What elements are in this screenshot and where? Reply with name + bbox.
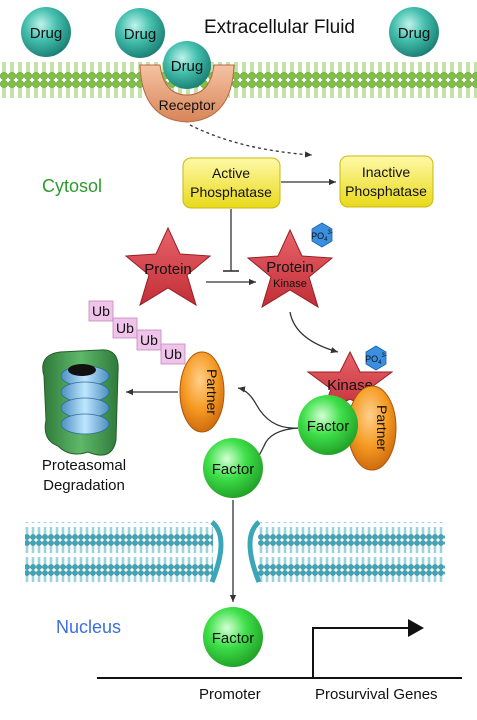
protein-kinase-line1: Protein xyxy=(266,259,314,276)
ubiquitin-label: Ub xyxy=(140,332,158,348)
phosphate-label: PO43- xyxy=(365,353,387,366)
ubiquitin-label: Ub xyxy=(116,320,134,336)
degradation-label: Degradation xyxy=(43,477,125,494)
nuclear-membrane xyxy=(25,520,445,583)
factor-nucleus: Factor xyxy=(203,607,263,667)
partner-label: Partner xyxy=(374,405,390,451)
factor-complex: Factor xyxy=(298,395,358,455)
prosurvival-genes-label: Prosurvival Genes xyxy=(315,686,438,703)
ubiquitin-chain: Ub Ub Ub Ub xyxy=(88,300,186,365)
inactive-phosphatase-line1: Inactive xyxy=(362,164,410,180)
active-phosphatase: Active Phosphatase xyxy=(182,157,281,209)
drug-label: Drug xyxy=(124,26,157,43)
receptor-label: Receptor xyxy=(159,97,216,113)
phosphate-group-1: PO43- xyxy=(311,222,333,248)
factor-label: Factor xyxy=(212,461,255,478)
inactive-phosphatase-line2: Phosphatase xyxy=(345,183,427,199)
proteasomal-label: Proteasomal xyxy=(42,457,126,474)
active-phosphatase-line2: Phosphatase xyxy=(190,184,272,200)
drug-label: Drug xyxy=(171,58,204,75)
transcription-arrowhead xyxy=(408,619,424,637)
factor-label: Factor xyxy=(212,630,255,647)
ubiquitin-3: Ub xyxy=(136,329,162,351)
drug-molecule-4: Drug xyxy=(389,7,439,57)
ubiquitin-label: Ub xyxy=(164,346,182,362)
protein-label: Protein xyxy=(144,261,192,278)
drug-molecule-bound: Drug xyxy=(163,41,211,89)
drug-label: Drug xyxy=(30,25,63,42)
protein-kinase-star: Protein Kinase xyxy=(246,228,334,309)
nucleus-label: Nucleus xyxy=(56,617,121,637)
drug-label: Drug xyxy=(398,25,431,42)
transcription-start-arrow xyxy=(312,627,408,678)
promoter-label: Promoter xyxy=(199,686,261,703)
kinase-to-complex-arrow xyxy=(289,311,339,354)
drug-molecule-1: Drug xyxy=(21,7,71,57)
factor-label: Factor xyxy=(307,418,350,435)
extracellular-label: Extracellular Fluid xyxy=(204,17,355,38)
cytosol-label: Cytosol xyxy=(42,176,102,196)
inactive-phosphatase: Inactive Phosphatase xyxy=(339,155,434,208)
plasma-membrane xyxy=(0,62,477,102)
protein-kinase-line2: Kinase xyxy=(273,278,307,290)
phosphate-label: PO43- xyxy=(311,230,333,243)
factor-cytosol: Factor xyxy=(203,438,263,498)
partner-label: Partner xyxy=(204,369,220,415)
protein-star: Protein xyxy=(124,226,212,307)
active-phosphatase-line1: Active xyxy=(212,165,250,181)
proteasome xyxy=(42,349,119,456)
ubiquitin-1: Ub xyxy=(88,300,114,322)
drug-molecule-2: Drug xyxy=(115,8,165,58)
complex-to-partner-arrow xyxy=(237,386,299,429)
phosphate-group-2: PO43- xyxy=(365,345,387,371)
partner-ubiquitinated: Partner xyxy=(179,351,225,433)
receptor: Receptor xyxy=(139,64,235,123)
ubiquitin-label: Ub xyxy=(92,303,110,319)
receptor-to-phosphatase-arrow xyxy=(189,124,313,158)
ubiquitin-4: Ub xyxy=(160,343,186,365)
ubiquitin-2: Ub xyxy=(112,317,138,339)
complex-to-factor-arrow xyxy=(254,427,299,463)
